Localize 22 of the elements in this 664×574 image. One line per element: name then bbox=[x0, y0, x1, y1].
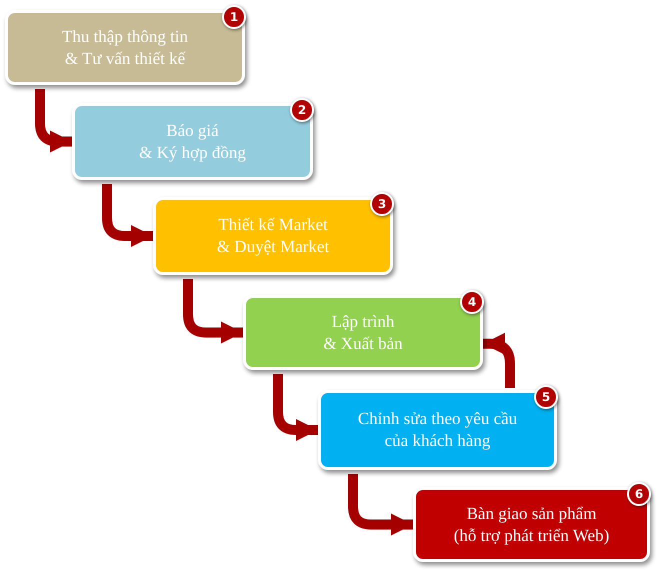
step-number-badge: 6 bbox=[627, 482, 651, 506]
step-text: (hỗ trợ phát triển Web) bbox=[454, 524, 610, 546]
curved-arrow bbox=[102, 184, 153, 247]
curved-arrow bbox=[348, 474, 413, 536]
step-text: Chỉnh sửa theo yêu cầu của khách hàng bbox=[358, 408, 518, 452]
step-text: & Duyệt Market bbox=[216, 236, 330, 258]
step-number-badge: 2 bbox=[290, 98, 314, 122]
curved-arrow bbox=[35, 89, 72, 152]
step-text: Lập trình bbox=[332, 310, 394, 332]
curved-arrow bbox=[183, 279, 243, 344]
step-number-badge: 4 bbox=[460, 290, 484, 314]
step-text: Thu thập thông tin bbox=[62, 26, 188, 48]
step-text: Báo giá bbox=[166, 120, 219, 142]
step-number-badge: 3 bbox=[370, 192, 394, 216]
step-text: & Tư vấn thiết kế bbox=[64, 48, 186, 70]
step-text: & Ký hợp đồng bbox=[139, 142, 246, 164]
step-text: & Xuất bản bbox=[323, 332, 403, 354]
step-text: Thiết kế Market bbox=[218, 214, 328, 236]
curved-arrow bbox=[273, 374, 318, 441]
step-number-badge: 5 bbox=[534, 385, 558, 409]
step-number-badge: 1 bbox=[222, 5, 246, 29]
step-text: Bàn giao sản phẩm bbox=[466, 502, 596, 524]
